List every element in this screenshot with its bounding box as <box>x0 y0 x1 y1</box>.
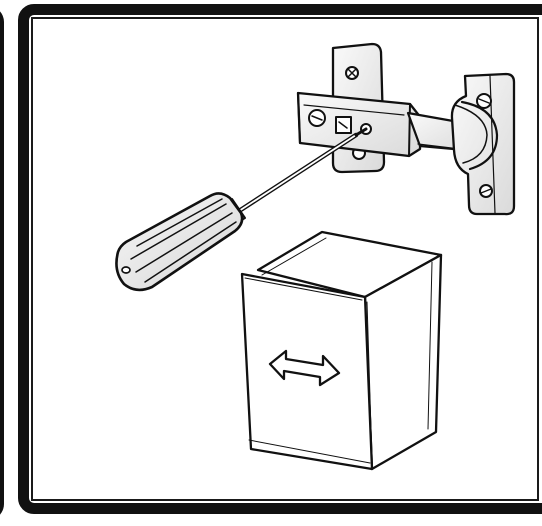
door-box-icon <box>242 232 441 469</box>
cabinet-hinge-icon <box>298 44 514 214</box>
